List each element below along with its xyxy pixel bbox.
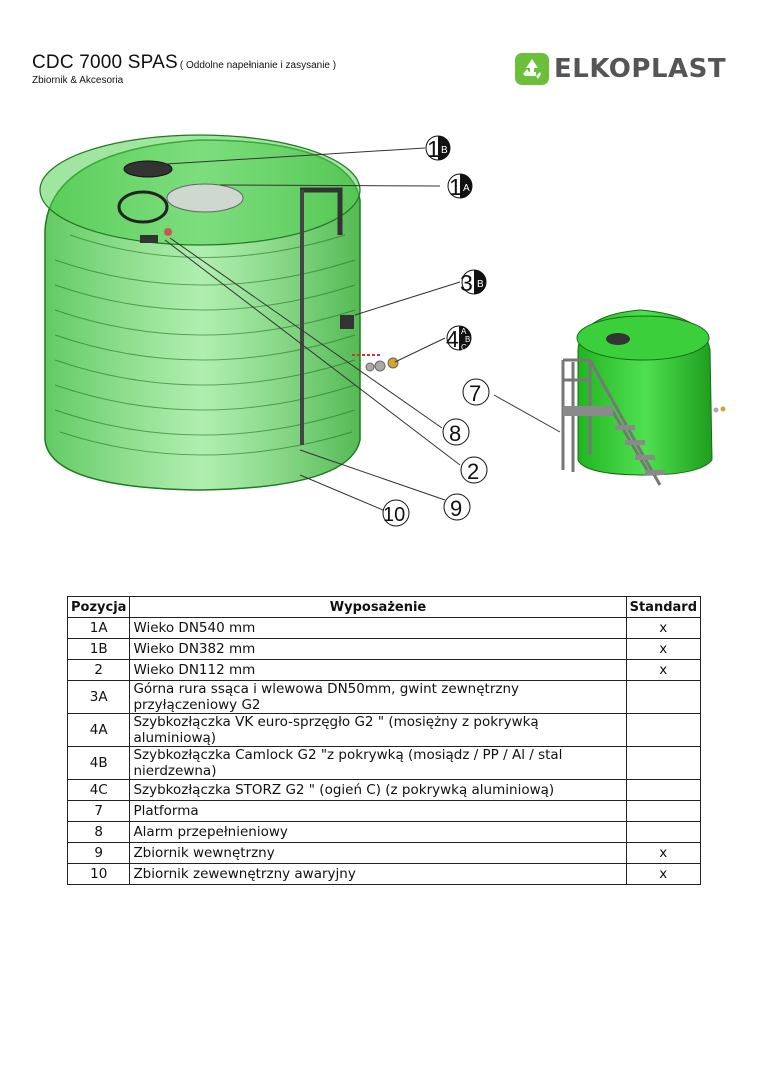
table-header-row: Pozycja Wyposażenie Standard bbox=[66, 596, 702, 618]
cell-standard bbox=[625, 800, 702, 822]
header-standard: Standard bbox=[625, 596, 702, 618]
document-subtitle: Zbiornik & Akcesoria bbox=[32, 75, 124, 86]
cell-equipment: Szybkozłączka STORZ G2 " (ogień C) (z po… bbox=[129, 779, 627, 801]
callout-2: 2 bbox=[460, 456, 488, 484]
cell-equipment: Platforma bbox=[129, 800, 627, 822]
cell-position: 1B bbox=[66, 638, 131, 660]
cell-equipment: Zbiornik wewnętrzny bbox=[129, 842, 627, 864]
callout-number: 4 bbox=[446, 326, 459, 352]
cell-equipment: Zbiornik zewewnętrzny awaryjny bbox=[129, 863, 627, 885]
callout-number: 3 bbox=[460, 270, 473, 296]
cell-equipment: Szybkozłączka VK euro-sprzęgło G2 " (mos… bbox=[129, 713, 627, 747]
callout-letter: B bbox=[477, 279, 484, 290]
cell-equipment: Wieko DN382 mm bbox=[129, 638, 627, 660]
cell-equipment: Alarm przepełnieniowy bbox=[129, 821, 627, 843]
callout-4: 4 A B C bbox=[446, 325, 472, 352]
cell-standard: x bbox=[625, 659, 702, 681]
title-note: ( Oddolne napełnianie i zasysanie ) bbox=[179, 60, 337, 71]
cell-position: 4C bbox=[66, 779, 131, 801]
callout-number: 8 bbox=[449, 421, 461, 446]
cell-standard bbox=[625, 680, 702, 714]
document-title: CDC 7000 SPAS bbox=[32, 52, 178, 73]
recycle-icon bbox=[515, 53, 549, 85]
cell-position: 1A bbox=[66, 617, 131, 639]
callout-number: 1 bbox=[427, 136, 440, 162]
cell-position: 10 bbox=[66, 863, 131, 885]
logo-text: ELKOPLAST bbox=[554, 54, 727, 84]
callout-letter-a: A bbox=[461, 327, 467, 336]
cell-position: 4A bbox=[66, 713, 131, 747]
cell-position: 2 bbox=[66, 659, 131, 681]
header-position: Pozycja bbox=[66, 596, 131, 618]
leader-lines bbox=[149, 147, 561, 511]
cell-standard: x bbox=[625, 617, 702, 639]
cell-position: 3A bbox=[66, 680, 131, 714]
callout-1a: 1 A bbox=[447, 173, 473, 200]
cell-standard bbox=[625, 779, 702, 801]
callout-1b: 1 B bbox=[425, 135, 451, 162]
cell-position: 9 bbox=[66, 842, 131, 864]
elkoplast-logo: ELKOPLAST bbox=[514, 52, 726, 86]
callout-letter-b: B bbox=[465, 335, 470, 344]
callout-number: 7 bbox=[469, 381, 481, 406]
cell-equipment: Szybkozłączka Camlock G2 "z pokrywką (mo… bbox=[129, 746, 627, 780]
cell-position: 7 bbox=[66, 800, 131, 822]
callout-letter-c: C bbox=[461, 343, 467, 352]
cell-position: 8 bbox=[66, 821, 131, 843]
callout-8: 8 bbox=[442, 418, 470, 446]
title-line: CDC 7000 SPAS( Oddolne napełnianie i zas… bbox=[32, 52, 336, 74]
callout-7: 7 bbox=[462, 378, 490, 406]
callout-letter: B bbox=[441, 145, 448, 156]
cell-standard: x bbox=[625, 842, 702, 864]
document-header: CDC 7000 SPAS( Oddolne napełnianie i zas… bbox=[32, 52, 336, 86]
callout-number: 10 bbox=[383, 504, 405, 526]
cell-position: 4B bbox=[66, 746, 131, 780]
cell-standard bbox=[625, 821, 702, 843]
cell-equipment: Górna rura ssąca i wlewowa DN50mm, gwint… bbox=[129, 680, 627, 714]
cell-equipment: Wieko DN112 mm bbox=[129, 659, 627, 681]
cell-standard bbox=[625, 713, 702, 747]
callout-number: 9 bbox=[450, 496, 462, 521]
tank-with-platform bbox=[561, 309, 726, 486]
tank-drawing: 1 B 1 A 3 B 4 A B C 7 8 2 9 10 bbox=[39, 134, 726, 527]
cell-standard: x bbox=[625, 863, 702, 885]
callout-number: 2 bbox=[467, 459, 479, 484]
callout-letter: A bbox=[463, 183, 470, 194]
callout-10: 10 bbox=[382, 499, 410, 527]
cell-equipment: Wieko DN540 mm bbox=[129, 617, 627, 639]
callout-number: 1 bbox=[449, 174, 462, 200]
cell-standard: x bbox=[625, 638, 702, 660]
callout-3b: 3 B bbox=[460, 269, 487, 296]
main-tank bbox=[39, 134, 399, 491]
callout-9: 9 bbox=[443, 493, 471, 521]
cell-standard bbox=[625, 746, 702, 780]
header-equipment: Wyposażenie bbox=[129, 596, 627, 618]
